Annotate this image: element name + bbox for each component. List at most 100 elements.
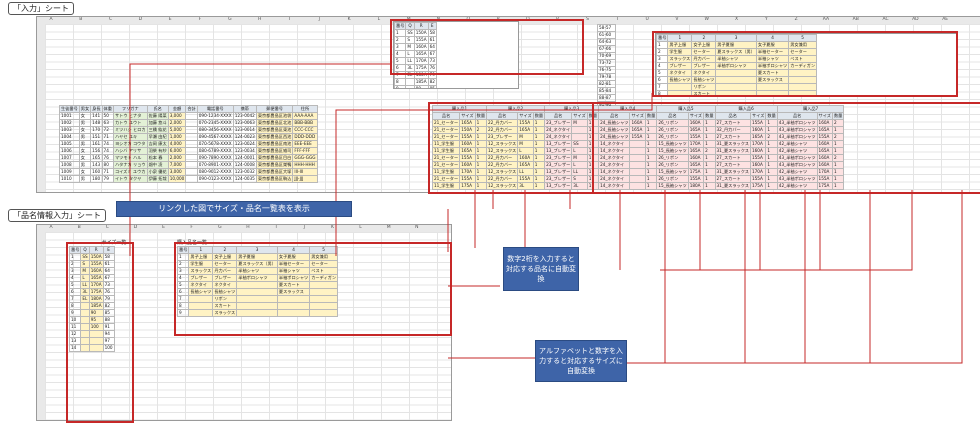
table-cell (185, 161, 198, 169)
range-row: 58-57 (597, 24, 616, 32)
range-cell: 70-69 (597, 52, 616, 60)
table-cell (185, 168, 198, 176)
table-cell: 1007 (59, 154, 80, 162)
table-cell: ハシバ アリサ (112, 147, 148, 155)
table-cell: 東京都豊島区巣鴨 (255, 161, 294, 169)
table-cell: 8 (394, 78, 407, 86)
purchase-cell: 1 (765, 182, 778, 190)
column-header: 携帯 (232, 105, 257, 113)
column-letter: E (162, 225, 165, 230)
table-cell: スラックス (212, 309, 238, 317)
table-cell: 161 (90, 140, 103, 148)
column-letter: U (645, 17, 649, 22)
column-header: フリガナ (112, 105, 148, 113)
table-cell: 123-0042 (232, 112, 257, 120)
table-cell: 男 (78, 161, 92, 169)
table-cell: 080-6789-XXXX (196, 147, 234, 155)
column-header: 男女 (78, 105, 92, 113)
table-cell: CCC-CCC (292, 126, 318, 134)
column-header: 金額 (167, 105, 187, 113)
table-cell (788, 90, 818, 96)
column-header: 身長 (90, 105, 103, 113)
table-cell: 1008 (59, 161, 80, 169)
table-cell: 123-0024 (232, 140, 257, 148)
column-letter: B (79, 17, 83, 22)
table-cell: 9 (394, 85, 407, 88)
table-cell: 東京都豊島区目白 (255, 154, 294, 162)
table-cell: 090-7890-XXXX (196, 154, 234, 162)
table-cell: スカート (691, 90, 717, 96)
table-header-row: 生徒番号男女身長体重フリガナ氏名金額合計電話番号携帯郵便番号住所 (59, 105, 318, 113)
table-cell: 170 (90, 126, 103, 134)
purchase-right-outline (592, 102, 980, 194)
table-cell: 74 (101, 147, 114, 155)
range-row: 67-66 (597, 45, 616, 53)
column-letter: M (386, 225, 391, 230)
column-letter: AD (912, 17, 919, 22)
table-cell: 小泉 優花 (146, 168, 169, 176)
range-row: 70-69 (597, 52, 616, 60)
column-letter: F (198, 17, 202, 22)
table-cell: 180 (90, 175, 103, 183)
table-cell: 9 (176, 309, 190, 317)
table-cell: 2,000 (167, 154, 187, 162)
range-row: 85-84 (597, 87, 616, 95)
table-cell: 東京都豊島区駒込 (255, 175, 294, 183)
table-cell: EEE-EEE (292, 140, 318, 148)
column-letter: T (615, 17, 619, 22)
table-cell: 女 (78, 154, 92, 162)
table-cell: 東京都豊島区西池 (255, 133, 294, 141)
table-cell: 185A (413, 78, 429, 86)
range-row: 73-72 (597, 59, 616, 67)
table-cell: 090-1234-XXXX (196, 112, 234, 120)
product-sheet-tab-label: 「品名情報入力」シート (8, 209, 106, 222)
column-letter: H (246, 225, 250, 230)
table-cell: 100 (102, 344, 115, 352)
range-row: 79-78 (597, 73, 616, 81)
column-header: 合計 (185, 105, 198, 113)
range-row: 82-81 (597, 80, 616, 88)
table-cell (185, 112, 198, 120)
table-cell: 080-9012-XXXX (196, 168, 234, 176)
table-cell: 090-0123-XXXX (196, 175, 234, 183)
table-cell: JJJ-JJJ (292, 175, 318, 183)
column-letter: AA (822, 17, 830, 22)
table-cell: 男 (78, 119, 92, 127)
table-cell: 1004 (59, 133, 80, 141)
number-entry-callout: 数字2桁を入力すると対応する品名に自動変換 (503, 247, 579, 291)
column-letter: C (105, 225, 109, 230)
size-table-outline (66, 242, 134, 423)
column-letter: I (288, 17, 291, 22)
range-row: 64-63 (597, 38, 616, 46)
table-cell: 東京都豊島区北池 (255, 119, 294, 127)
column-letter: F (190, 225, 193, 230)
top-size-picture-outline (390, 19, 584, 75)
table-cell: 1002 (59, 119, 80, 127)
column-header: 体重 (101, 105, 114, 113)
table-cell: 76 (101, 154, 114, 162)
table-cell: 143 (90, 161, 103, 169)
table-cell: 80 (101, 161, 114, 169)
table-cell: 東京都豊島区南池 (255, 140, 294, 148)
table-cell: 50 (101, 112, 114, 120)
table-cell: 156 (90, 147, 103, 155)
alpha-entry-callout: アルファベットと数字を入力すると対応するサイズに自動変換 (535, 340, 627, 382)
table-cell: 123-0063 (232, 119, 257, 127)
column-header: 電話番号 (196, 105, 234, 113)
column-letter: I (275, 225, 277, 230)
column-letter: J (303, 225, 305, 230)
table-cell: 71 (101, 168, 114, 176)
table-cell: 148 (90, 119, 103, 127)
table-cell: 124-0001 (232, 154, 257, 162)
table-cell: 畑中 凌 (146, 161, 169, 169)
table-cell: 4,000 (167, 140, 187, 148)
table-cell: ハタナカ リョウ (112, 161, 148, 169)
column-letter: Y (764, 17, 768, 22)
